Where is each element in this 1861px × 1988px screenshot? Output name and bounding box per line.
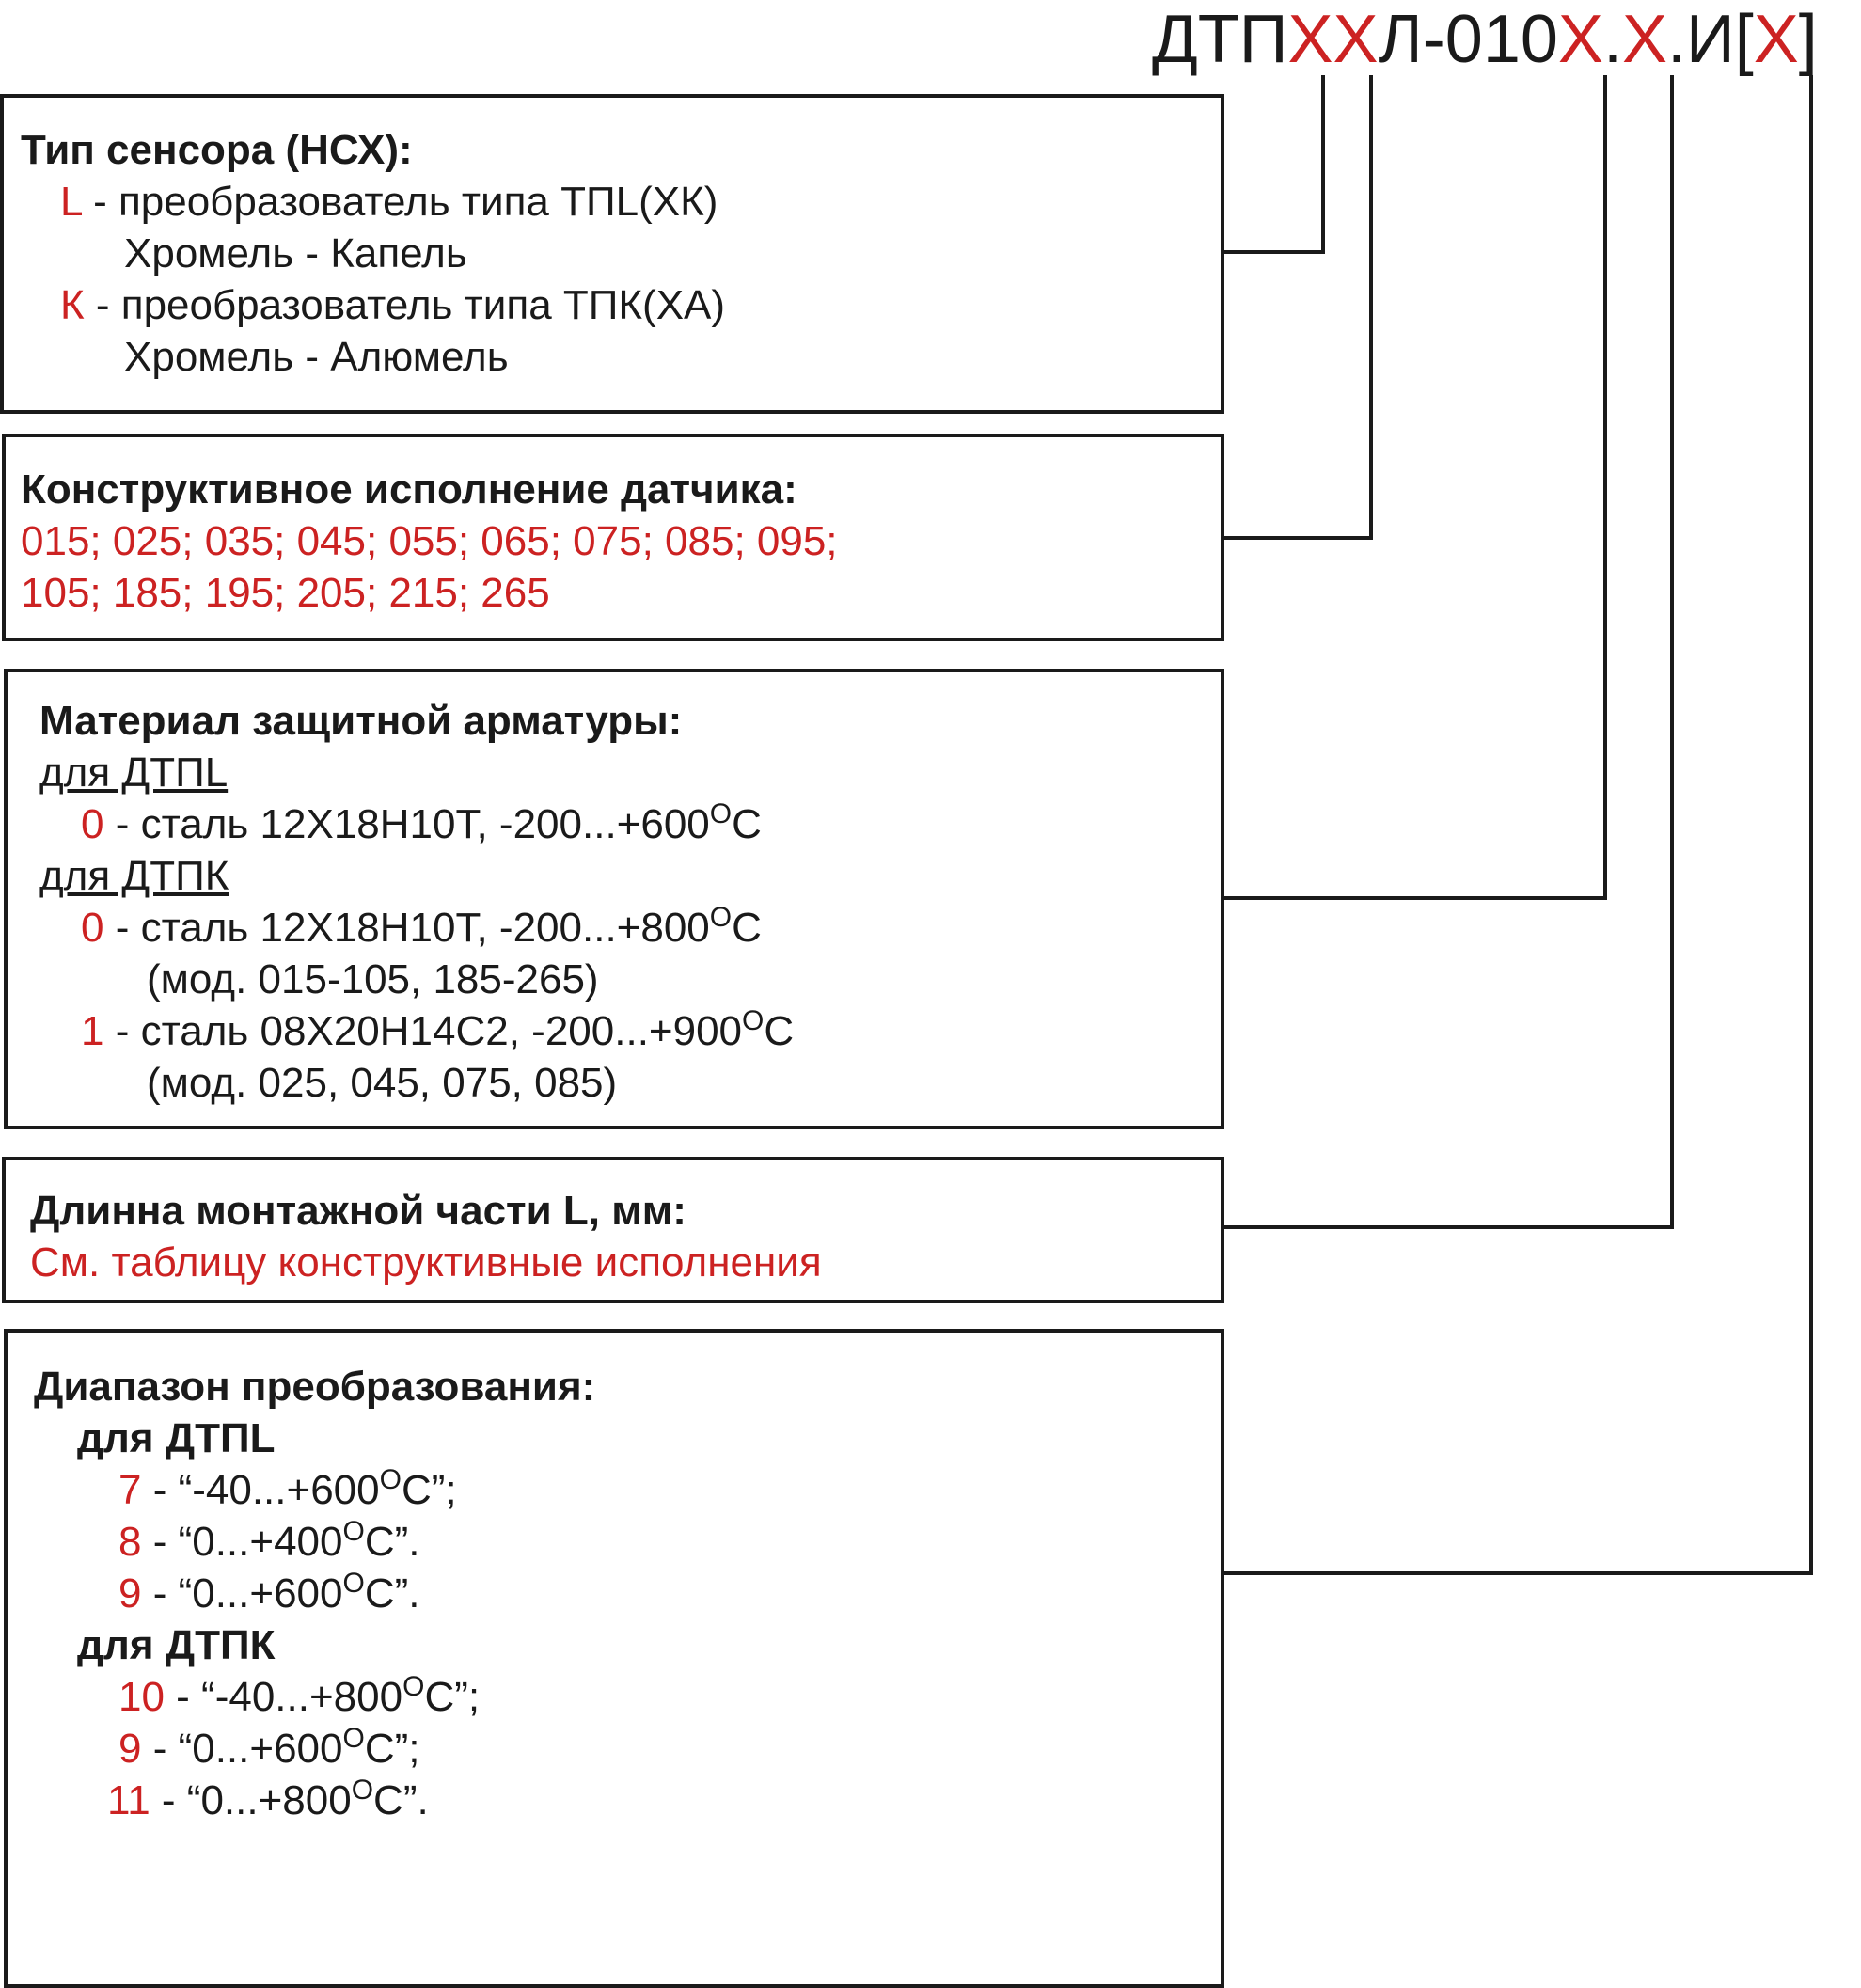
material-code: 0: [81, 905, 104, 951]
sensor-sub-k: Хромель - Алюмель: [124, 334, 509, 380]
design-list-1: 015; 025; 035; 045; 055; 065; 075; 085; …: [21, 518, 838, 564]
range-code: 7: [118, 1467, 142, 1513]
degree-mark: О: [342, 1568, 365, 1599]
material-title: Материал защитной арматуры:: [39, 698, 683, 744]
connector-range: [1222, 75, 1813, 1575]
length-title: Длинна монтажной части L, мм:: [30, 1188, 686, 1234]
design-title: Конструктивное исполнение датчика:: [21, 466, 797, 513]
material-dtpk-item-1: 1 - сталь 08Х20Н14С2, -200...+900ОС: [39, 1005, 1221, 1057]
range-code: 11: [107, 1777, 150, 1823]
connector-design: [1222, 75, 1373, 540]
unit: С”.: [364, 1519, 420, 1565]
range-dtpk-item-2: 11 - “0...+800ОС”.: [34, 1775, 1221, 1826]
sensor-code-l: L: [60, 179, 82, 225]
material-group-dtpk: для ДТПК: [39, 853, 229, 899]
length-box: Длинна монтажной части L, мм: См. таблиц…: [2, 1157, 1224, 1303]
degree-mark: О: [351, 1775, 374, 1806]
degree-mark: О: [709, 902, 733, 933]
degree-mark: О: [342, 1723, 365, 1754]
material-code: 1: [81, 1008, 104, 1054]
range-code: 9: [118, 1726, 142, 1772]
code-part: .: [1602, 2, 1622, 77]
material-dtpk-note-1: (мод. 025, 045, 075, 085): [147, 1060, 618, 1106]
range-code: 10: [118, 1674, 165, 1720]
range-desc: - “-40...+800: [164, 1674, 403, 1720]
range-dtpl-item-1: 8 - “0...+400ОС”.: [34, 1516, 1221, 1568]
degree-mark: О: [379, 1464, 402, 1495]
code-placeholder-material: Х: [1557, 2, 1603, 77]
material-desc: - сталь 12Х18Н10Т, -200...+800: [103, 905, 710, 951]
range-box: Диапазон преобразования: для ДТПL 7 - “-…: [4, 1329, 1224, 1988]
sensor-sub-l: Хромель - Капель: [124, 230, 467, 276]
code-placeholder-length: Х: [1621, 2, 1667, 77]
sensor-code-k: К: [60, 282, 85, 328]
material-dtpk-note-0: (мод. 015-105, 185-265): [147, 956, 599, 1002]
range-code: 9: [118, 1570, 142, 1617]
range-desc: - “0...+400: [141, 1519, 343, 1565]
range-code: 8: [118, 1519, 142, 1565]
material-desc: - сталь 08Х20Н14С2, -200...+900: [103, 1008, 743, 1054]
unit: С: [732, 905, 762, 951]
unit: С: [732, 801, 762, 847]
code-part: Л-010: [1378, 2, 1558, 77]
code-placeholder-range: Х: [1753, 2, 1799, 77]
range-title: Диапазон преобразования:: [34, 1364, 596, 1410]
range-desc: - “0...+600: [141, 1726, 343, 1772]
code-part: ДТП: [1152, 2, 1288, 77]
material-dtpk-item-0: 0 - сталь 12Х18Н10Т, -200...+800ОС: [39, 902, 1221, 954]
unit: С”;: [401, 1467, 457, 1513]
range-group-dtpk: для ДТПК: [77, 1622, 276, 1668]
range-desc: - “-40...+600: [141, 1467, 380, 1513]
unit: С”.: [373, 1777, 429, 1823]
sensor-item-l: L - преобразователь типа ТПL(ХК): [21, 176, 1221, 228]
range-group-dtpl: для ДТПL: [77, 1415, 276, 1461]
range-dtpk-item-1: 9 - “0...+600ОС”;: [34, 1723, 1221, 1775]
range-desc: - “0...+800: [150, 1777, 352, 1823]
range-desc: - “0...+600: [141, 1570, 343, 1617]
design-list-2: 105; 185; 195; 205; 215; 265: [21, 570, 550, 616]
material-dtpl-item-0: 0 - сталь 12Х18Н10Т, -200...+600ОС: [39, 798, 1221, 850]
range-dtpl-item-0: 7 - “-40...+600ОС”;: [34, 1464, 1221, 1516]
degree-mark: О: [342, 1516, 365, 1547]
code-placeholder-sensor-design: ХХ: [1287, 2, 1379, 77]
sensor-desc-l: - преобразователь типа ТПL(ХК): [81, 179, 718, 225]
material-group-dtpl: для ДТПL: [39, 749, 229, 796]
design-box: Конструктивное исполнение датчика: 015; …: [2, 434, 1224, 641]
material-code: 0: [81, 801, 104, 847]
degree-mark: О: [709, 798, 733, 829]
code-part: .И[: [1666, 2, 1754, 77]
degree-mark: О: [402, 1671, 425, 1702]
unit: С”;: [424, 1674, 481, 1720]
length-text: См. таблицу конструктивные исполнения: [30, 1239, 822, 1286]
connector-sensor: [1222, 75, 1325, 254]
range-dtpl-item-2: 9 - “0...+600ОС”.: [34, 1568, 1221, 1619]
connector-material: [1222, 75, 1607, 900]
sensor-type-title: Тип сенсора (НСХ):: [21, 127, 413, 173]
sensor-desc-k: - преобразователь типа ТПК(ХА): [84, 282, 726, 328]
sensor-item-k: К - преобразователь типа ТПК(ХА): [21, 279, 1221, 331]
material-box: Материал защитной арматуры: для ДТПL 0 -…: [4, 669, 1224, 1129]
range-dtpk-item-0: 10 - “-40...+800ОС”;: [34, 1671, 1221, 1723]
material-desc: - сталь 12Х18Н10Т, -200...+600: [103, 801, 710, 847]
connector-length: [1222, 75, 1674, 1229]
model-code: ДТПХХЛ-010Х.Х.И[Х]: [1152, 2, 1861, 77]
sensor-type-box: Тип сенсора (НСХ): L - преобразователь т…: [0, 94, 1224, 414]
code-part: ]: [1798, 2, 1818, 77]
degree-mark: О: [742, 1005, 765, 1036]
unit: С”;: [364, 1726, 420, 1772]
unit: С”.: [364, 1570, 420, 1617]
unit: С: [764, 1008, 795, 1054]
